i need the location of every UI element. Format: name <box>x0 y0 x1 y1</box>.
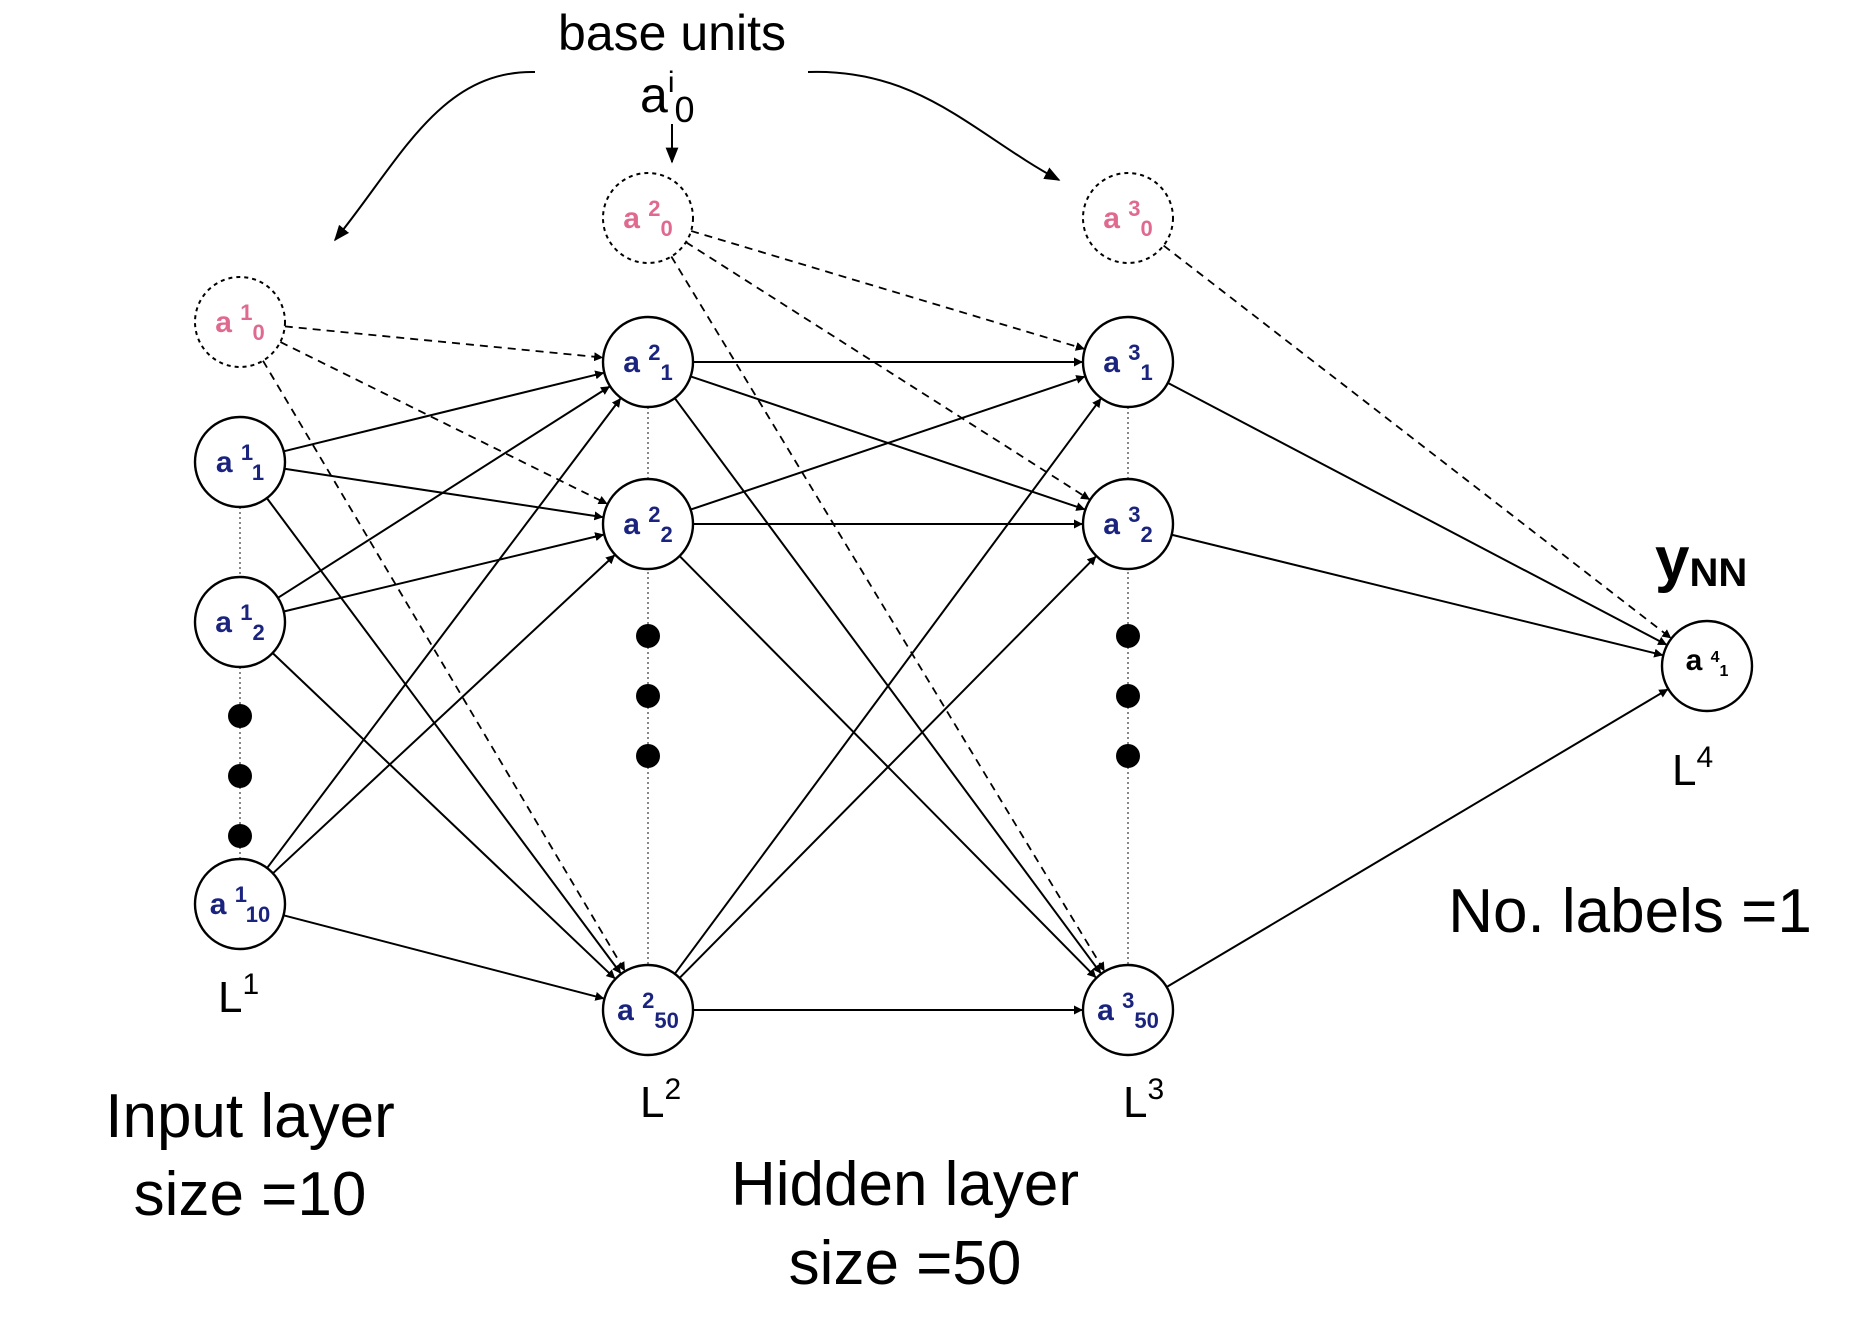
neuron-l1-3-circle <box>193 857 287 951</box>
l1-l2-edge-2-2 <box>283 532 605 613</box>
l3-l4-edge-1-1 <box>1167 382 1668 646</box>
neuron-l1-2: a 12 <box>193 575 287 669</box>
neuron-l2-3-circle <box>601 963 695 1057</box>
l1-l2-bias-edge-1 <box>284 325 604 362</box>
l3-l4-bias-edge-1 <box>1163 244 1672 639</box>
neuron-l3-2: a 32 <box>1081 477 1175 571</box>
bias-node-l3: a 30 <box>1082 172 1174 264</box>
l2-l3-edge-3-2 <box>678 556 1097 979</box>
neurons: a 10 a 11 a 12 a 110 a 20 a 21 a 22 a 250 a 30 a … <box>193 172 1754 1057</box>
output-neuron-circle <box>1660 619 1754 713</box>
arrow-to-bias-3 <box>807 70 1061 181</box>
hidden-layer-caption-line2: size =50 <box>789 1229 1022 1298</box>
neuron-l1-1-circle <box>193 415 287 509</box>
arrow-to-bias-1 <box>333 70 536 242</box>
input-layer-caption-line1: Input layer <box>105 1082 395 1151</box>
input-layer-caption-line2: size =10 <box>134 1160 367 1229</box>
bias-node-l2-circle <box>602 172 694 264</box>
layer-name-l1: L1 <box>218 968 259 1022</box>
bias-node-l1: a 10 <box>194 276 286 368</box>
layer1-ellipsis-dot-2 <box>228 764 252 788</box>
base-units-symbol: ai0 <box>640 66 695 130</box>
neuron-l3-2-circle <box>1081 477 1175 571</box>
layer3-ellipsis-dot-3 <box>1116 744 1140 768</box>
l1-l2-bias-edge-2 <box>279 341 608 505</box>
l2-l3-edge-2-1 <box>690 375 1086 511</box>
neuron-l2-1-label: a 21 <box>623 340 673 385</box>
neuron-l2-2-label: a 22 <box>623 502 673 547</box>
neuron-l1-2-circle <box>193 575 287 669</box>
bias-node-l3-circle <box>1082 172 1174 264</box>
neuron-l1-2-label: a 12 <box>215 600 265 645</box>
output-neuron-label: a 41 <box>1686 644 1729 680</box>
neuron-l1-1: a 11 <box>193 415 287 509</box>
neuron-l3-2-label: a 32 <box>1103 502 1153 547</box>
layer1-ellipsis-dot-3 <box>228 824 252 848</box>
layer3-ellipsis-dot-1 <box>1116 624 1140 648</box>
l3-l4-edge-3-1 <box>1166 688 1669 988</box>
l2-l3-bias-edge-2 <box>685 241 1090 501</box>
base-units-label: base units <box>558 5 786 61</box>
neuron-l2-2: a 22 <box>601 477 695 571</box>
bias-node-l3-label: a 30 <box>1103 196 1153 241</box>
bias-node-l2: a 20 <box>602 172 694 264</box>
neuron-l2-2-circle <box>601 477 695 571</box>
layer2-ellipsis-dot-3 <box>636 744 660 768</box>
layer2-ellipsis-dot-2 <box>636 684 660 708</box>
l1-l2-edge-3-1 <box>266 398 622 869</box>
layer1-ellipsis-dot-1 <box>228 704 252 728</box>
output-labels-caption: No. labels =1 <box>1448 877 1812 946</box>
l1-l2-edge-2-1 <box>277 385 610 599</box>
neuron-l3-1-label: a 31 <box>1103 340 1153 385</box>
neuron-l3-1: a 31 <box>1081 315 1175 409</box>
l1-l2-edge-1-1 <box>283 370 605 453</box>
layer-name-l4: L4 <box>1672 741 1713 795</box>
neuron-l2-1: a 21 <box>601 315 695 409</box>
layer3-ellipsis-dot-2 <box>1116 684 1140 708</box>
neuron-l1-1-label: a 11 <box>216 440 264 485</box>
l1-l2-edge-1-3 <box>266 497 622 974</box>
l2-l3-edge-3-1 <box>673 398 1102 975</box>
neuron-l1-3-label: a 110 <box>210 882 271 927</box>
layer-name-l2: L2 <box>640 1073 681 1127</box>
l1-l2-edge-3-2 <box>272 554 616 875</box>
l1-l2-edge-3-3 <box>283 914 605 1001</box>
bias-node-l1-label: a 10 <box>215 300 265 345</box>
l1-l2-bias-edge-3 <box>262 360 626 972</box>
l1-l2-edge-2-3 <box>271 652 616 980</box>
neuron-l3-3-label: a 350 <box>1097 988 1159 1033</box>
bias-node-l1-circle <box>194 276 286 368</box>
layer2-ellipsis-dot-1 <box>636 624 660 648</box>
neuron-l3-1-circle <box>1081 315 1175 409</box>
neuron-l2-3: a 250 <box>601 963 695 1057</box>
bias-node-l2-label: a 20 <box>623 196 673 241</box>
l3-l4-edge-2-1 <box>1171 533 1664 658</box>
connections <box>262 230 1672 1015</box>
neuron-l3-3-circle <box>1081 963 1175 1057</box>
layer-name-l3: L3 <box>1123 1073 1164 1127</box>
layer-continuation-dots <box>228 407 1140 965</box>
l2-l3-bias-edge-1 <box>690 230 1085 351</box>
neuron-l2-3-label: a 250 <box>617 988 679 1033</box>
neuron-l1-3: a 110 <box>193 857 287 951</box>
neuron-l3-3: a 350 <box>1081 963 1175 1057</box>
output-neuron: a 41 <box>1660 619 1754 713</box>
output-label: yNN <box>1655 525 1747 595</box>
base-units-annotation: base units ai0 <box>333 5 1061 242</box>
hidden-layer-caption-line1: Hidden layer <box>731 1150 1079 1219</box>
neuron-l2-1-circle <box>601 315 695 409</box>
